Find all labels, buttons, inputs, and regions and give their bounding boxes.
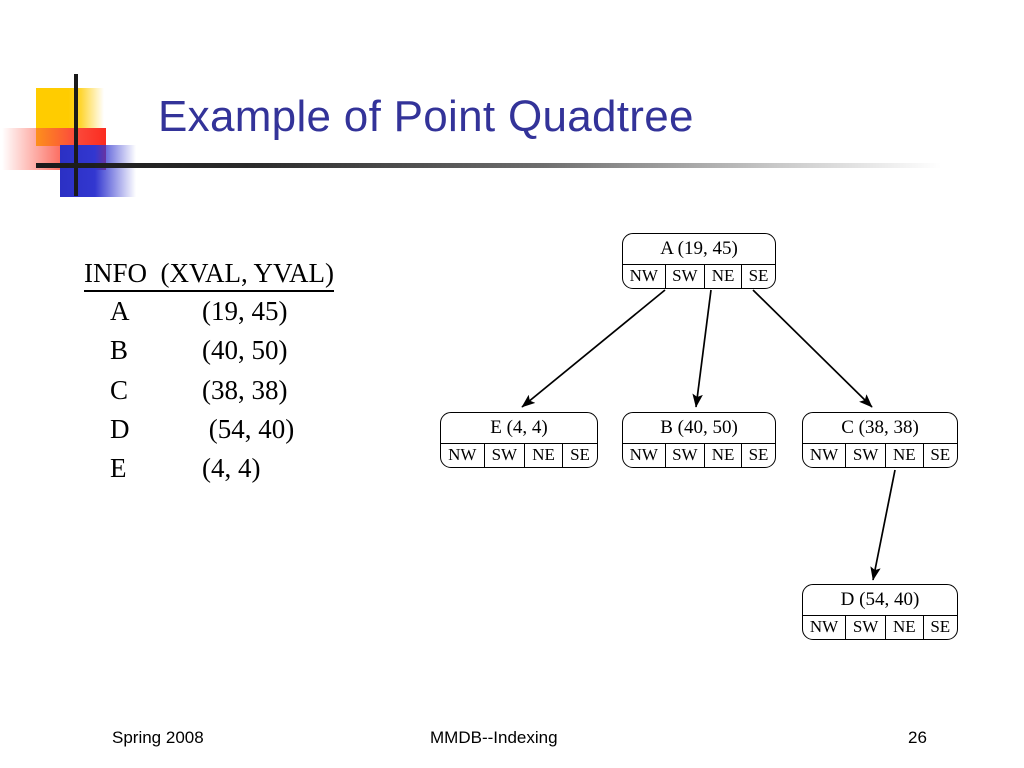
info-table-row: A (19, 45)	[84, 292, 334, 331]
quadtree-node-b[interactable]: B (40, 50) NW SW NE SE	[622, 412, 776, 468]
info-row-coord: (4, 4)	[202, 452, 261, 483]
edge-a-to-c	[752, 289, 873, 408]
node-cell-nw[interactable]: NW	[623, 444, 666, 467]
info-row-coord: (40, 50)	[202, 335, 288, 366]
footer-topic: MMDB--Indexing	[430, 728, 558, 747]
decoration-blue-square	[60, 145, 136, 197]
info-table-row: E (4, 4)	[84, 449, 334, 488]
node-title: A (19, 45)	[623, 234, 775, 265]
node-title: E (4, 4)	[441, 413, 597, 444]
info-row-label: A	[110, 296, 130, 327]
node-cell-nw[interactable]: NW	[803, 444, 846, 467]
info-table-row: B (40, 50)	[84, 331, 334, 370]
quadtree-node-d[interactable]: D (54, 40) NW SW NE SE	[802, 584, 958, 640]
node-cell-sw[interactable]: SW	[666, 265, 706, 288]
info-row-coord: (38, 38)	[202, 374, 288, 405]
node-cell-se[interactable]: SE	[930, 617, 951, 636]
edge-a-to-e	[521, 289, 666, 408]
footer-term: Spring 2008	[112, 728, 204, 747]
info-row-label: C	[110, 374, 129, 405]
node-cell-nw[interactable]: NW	[623, 265, 666, 288]
info-row-label: D	[110, 413, 130, 444]
node-quadrant-cells: NW SW NE SE	[803, 444, 957, 467]
node-cell-ne[interactable]: NE	[705, 444, 743, 467]
info-row-coord: (54, 40)	[202, 413, 295, 444]
node-cell-se[interactable]: SE	[748, 266, 769, 285]
info-row-label: B	[110, 335, 129, 366]
info-table-header: INFO (XVAL, YVAL)	[84, 258, 335, 293]
page-title: Example of Point Quadtree	[158, 92, 694, 141]
edge-a-to-b	[692, 289, 712, 408]
decoration-horizontal-rule	[36, 163, 941, 168]
node-cell-sw[interactable]: SW	[666, 444, 706, 467]
info-row-coord: (19, 45)	[202, 296, 288, 327]
node-title: B (40, 50)	[623, 413, 775, 444]
info-table: INFO (XVAL, YVAL) A (19, 45) B (40, 50) …	[84, 258, 335, 488]
node-cell-ne[interactable]: NE	[705, 265, 743, 288]
node-cell-ne[interactable]: NE	[886, 444, 924, 467]
node-cell-nw[interactable]: NW	[803, 616, 846, 639]
node-cell-sw[interactable]: SW	[846, 444, 887, 467]
info-table-row: D (54, 40)	[84, 410, 334, 449]
node-cell-ne[interactable]: NE	[886, 616, 924, 639]
quadtree-node-a[interactable]: A (19, 45) NW SW NE SE	[622, 233, 776, 289]
node-cell-sw[interactable]: SW	[485, 444, 526, 467]
node-cell-nw[interactable]: NW	[441, 444, 485, 467]
edge-c-to-d	[870, 469, 896, 581]
node-cell-ne[interactable]: NE	[525, 444, 564, 467]
node-cell-se[interactable]: SE	[748, 445, 769, 464]
node-cell-se[interactable]: SE	[930, 445, 951, 464]
node-title: D (54, 40)	[803, 585, 957, 616]
node-title: C (38, 38)	[803, 413, 957, 444]
slide-footer: Spring 2008 MMDB--Indexing 26	[0, 728, 1024, 758]
decoration-vertical-rule	[74, 74, 78, 196]
info-row-label: E	[110, 452, 127, 483]
node-quadrant-cells: NW SW NE SE	[623, 265, 775, 288]
info-table-row: C (38, 38)	[84, 371, 334, 410]
node-quadrant-cells: NW SW NE SE	[623, 444, 775, 467]
node-quadrant-cells: NW SW NE SE	[441, 444, 597, 467]
node-cell-sw[interactable]: SW	[846, 616, 887, 639]
node-cell-se[interactable]: SE	[570, 445, 590, 464]
quadtree-node-c[interactable]: C (38, 38) NW SW NE SE	[802, 412, 958, 468]
quadtree-node-e[interactable]: E (4, 4) NW SW NE SE	[440, 412, 598, 468]
slide-header: Example of Point Quadtree	[0, 0, 1024, 210]
node-quadrant-cells: NW SW NE SE	[803, 616, 957, 639]
footer-page-number: 26	[908, 728, 927, 747]
